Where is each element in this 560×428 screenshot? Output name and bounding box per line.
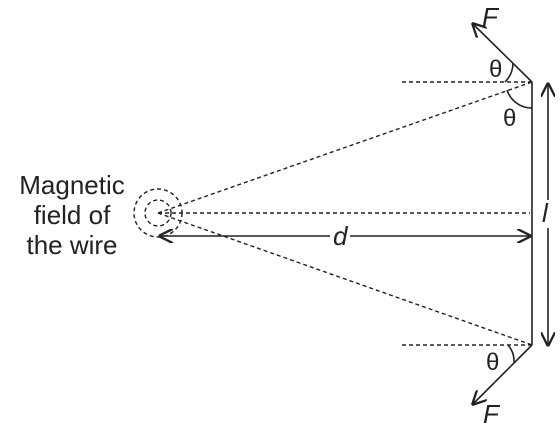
force-label-top: F — [482, 2, 500, 32]
angle-arc-top-inner — [506, 89, 533, 109]
field-circle-inner — [144, 199, 172, 227]
distance-label: d — [333, 221, 349, 251]
length-label: l — [542, 198, 549, 228]
field-label-line1: Magnetic — [19, 170, 125, 200]
theta-label-bottom: θ — [486, 349, 499, 376]
force-arrow-top — [473, 24, 533, 83]
dashed-line-to-top-end — [157, 81, 533, 214]
angle-arc-bottom — [507, 344, 515, 364]
angle-arc-top-outer — [504, 62, 514, 83]
force-arrow-bottom — [473, 344, 533, 404]
field-label-line2: field of — [34, 200, 111, 230]
theta-label-top-outer: θ — [489, 56, 502, 83]
field-label-line3: the wire — [26, 230, 117, 260]
theta-label-top-inner: θ — [503, 105, 516, 132]
distance-label-bg — [330, 222, 350, 250]
length-label-bg — [541, 200, 555, 228]
force-label-bottom: F — [483, 399, 501, 428]
